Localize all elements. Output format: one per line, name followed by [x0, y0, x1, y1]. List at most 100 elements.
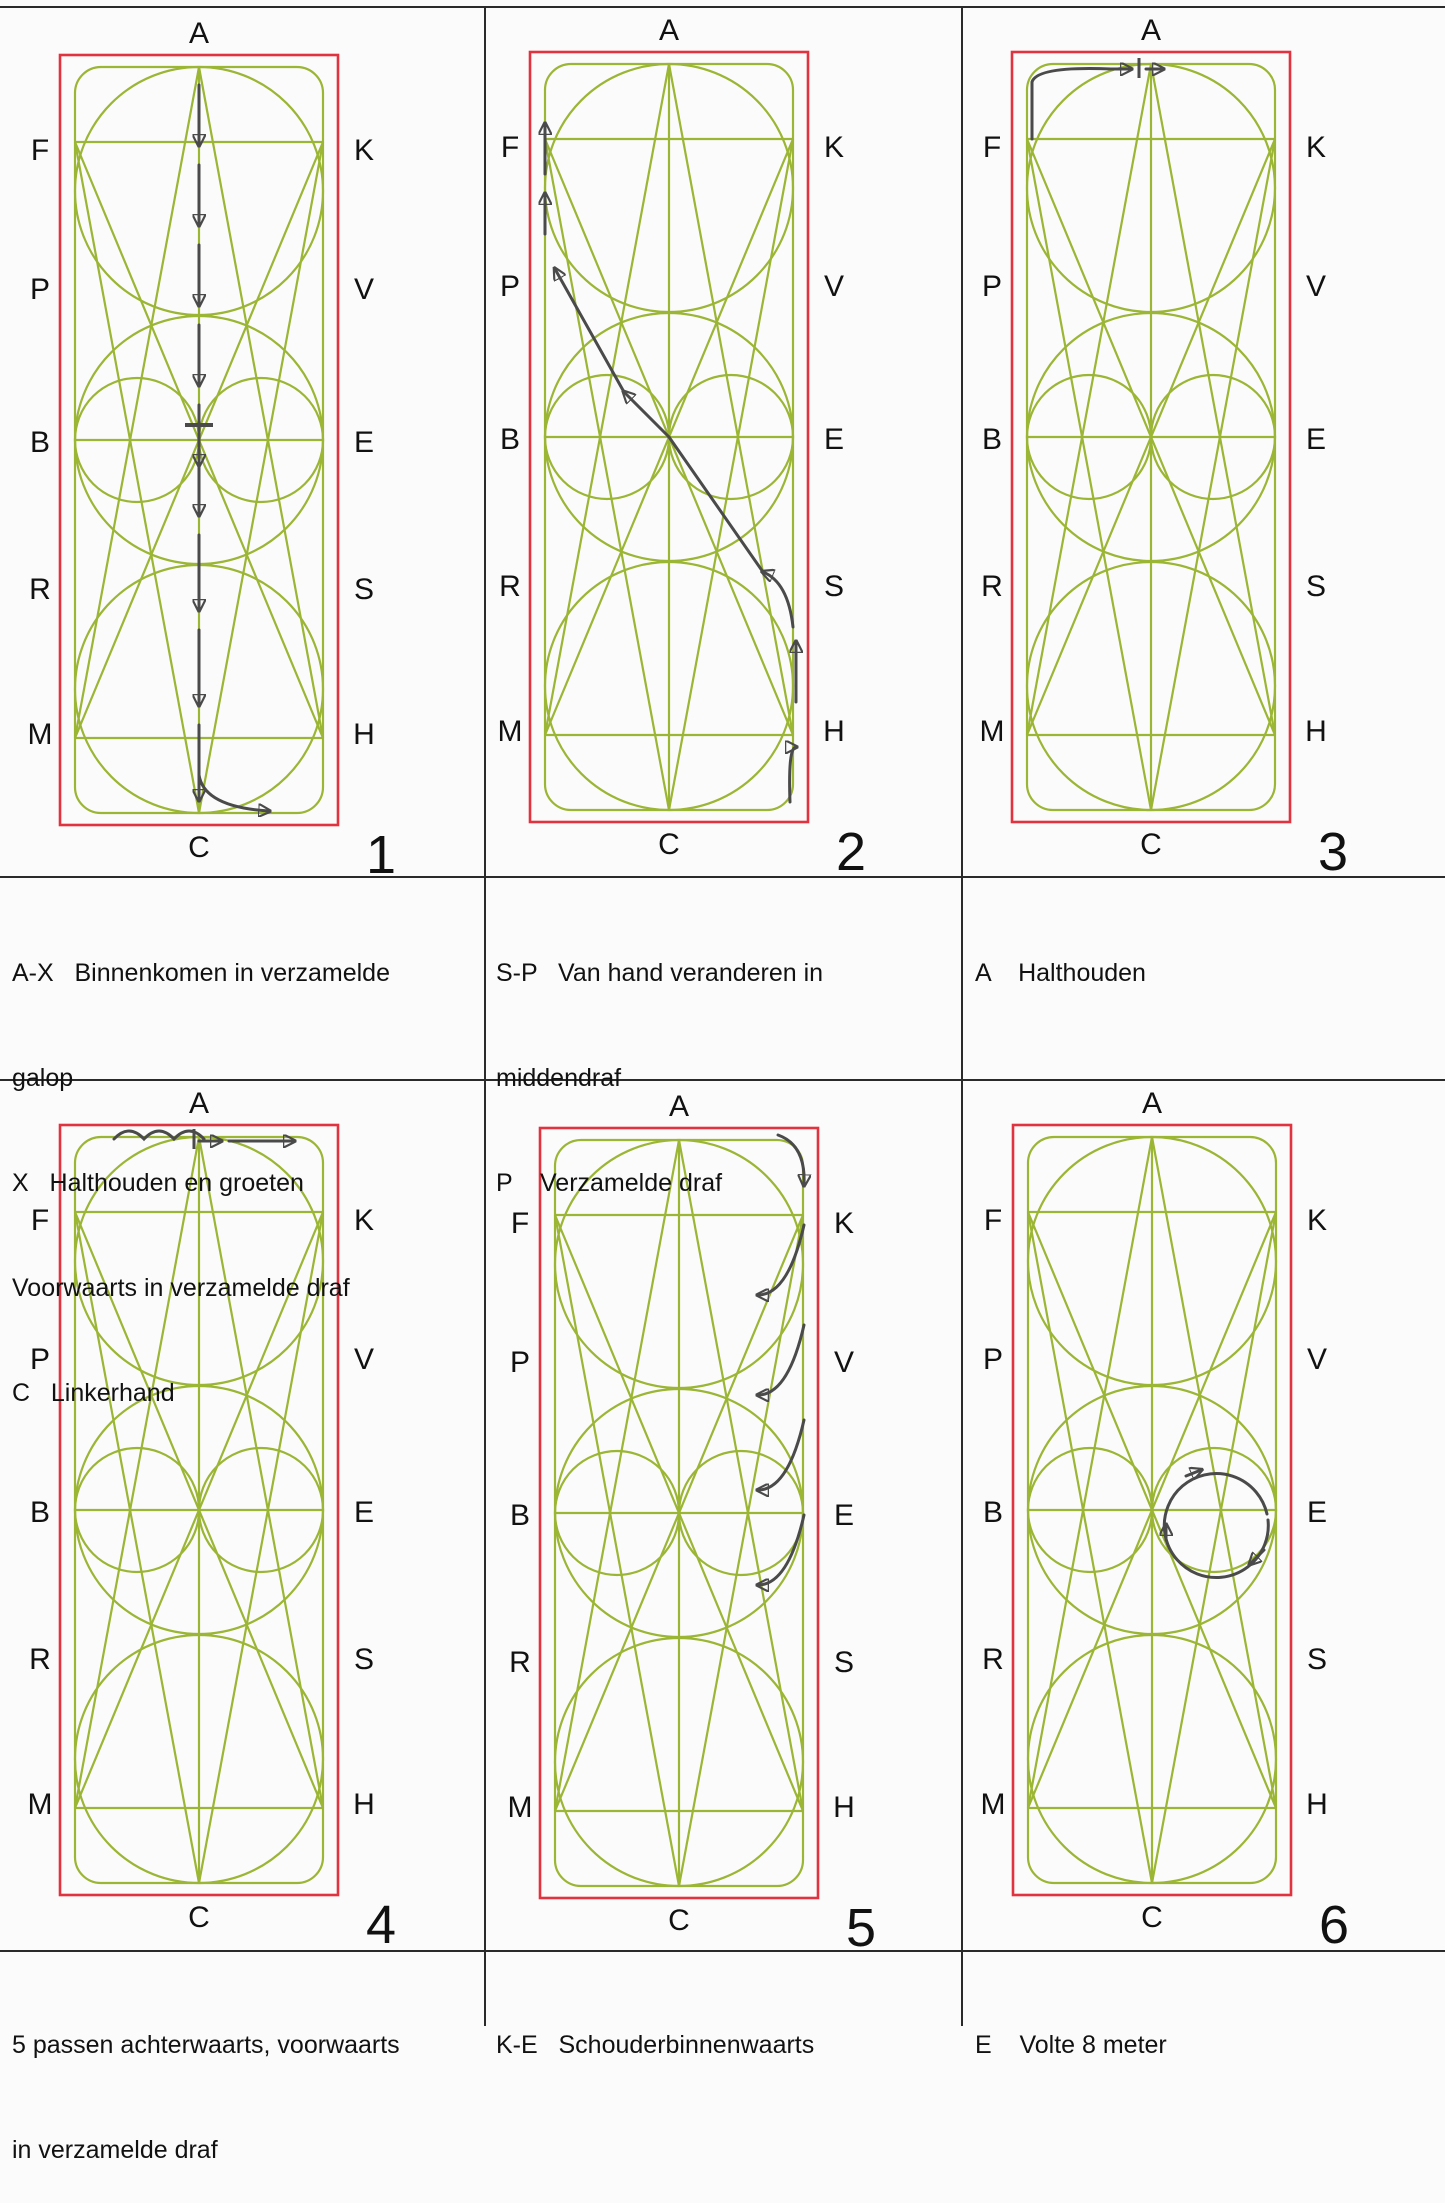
- letter-b: B: [30, 1496, 50, 1529]
- v-line: [1025, 63, 1153, 736]
- v-line: [197, 1136, 325, 1809]
- letter-b: B: [30, 426, 50, 459]
- table-row-divider: [0, 876, 1445, 878]
- letter-r: R: [982, 1643, 1004, 1676]
- letter-k: K: [354, 134, 374, 167]
- letter-e: E: [354, 426, 374, 459]
- letter-b: B: [510, 1499, 530, 1532]
- letter-h: H: [353, 1788, 375, 1821]
- path-arrow: [555, 269, 626, 394]
- letter-a: A: [1141, 14, 1161, 47]
- letter-p: P: [983, 1343, 1003, 1376]
- arena-border: [538, 1126, 820, 1900]
- letter-e: E: [354, 1496, 374, 1529]
- letter-m: M: [981, 1788, 1006, 1821]
- v-line: [677, 1139, 805, 1812]
- v-line: [1150, 1211, 1278, 1884]
- diagonal-line: [1026, 1211, 1278, 1809]
- v-line: [667, 138, 795, 811]
- v-line: [553, 1139, 681, 1812]
- path-line: [667, 435, 765, 574]
- table-column-divider: [961, 6, 963, 2026]
- letter-s: S: [354, 573, 374, 606]
- letter-s: S: [1307, 1643, 1327, 1676]
- panel-3-description: A Halthouden: [975, 959, 1146, 987]
- v-line: [1026, 1136, 1154, 1809]
- letter-h: H: [833, 1791, 855, 1824]
- letter-k: K: [1307, 1204, 1327, 1237]
- letter-f: F: [983, 131, 1001, 164]
- panel-number: 1: [366, 825, 396, 885]
- letter-c: C: [658, 828, 680, 861]
- letter-m: M: [508, 1791, 533, 1824]
- table-column-divider: [484, 6, 486, 2026]
- letter-c: C: [188, 1901, 210, 1934]
- letter-p: P: [510, 1346, 530, 1379]
- v-line: [667, 63, 795, 736]
- letter-e: E: [834, 1499, 854, 1532]
- v-line: [543, 63, 671, 736]
- letter-m: M: [980, 715, 1005, 748]
- rein-back-steps: [112, 1129, 206, 1142]
- path-arrow: [790, 747, 796, 804]
- arena-border: [58, 1123, 340, 1897]
- letter-s: S: [1306, 570, 1326, 603]
- letter-e: E: [824, 423, 844, 456]
- letter-v: V: [1306, 270, 1326, 303]
- path-arrow: [758, 1323, 806, 1395]
- v-line: [197, 141, 325, 814]
- letter-c: C: [1140, 828, 1162, 861]
- panel-6-description: E Volte 8 meter: [975, 2031, 1167, 2059]
- v-line: [1026, 1211, 1154, 1884]
- letter-s: S: [824, 570, 844, 603]
- panel-2-description: S-P Van hand veranderen in middendraf P …: [496, 959, 824, 1197]
- v-line: [553, 1214, 681, 1887]
- arena-border: [528, 50, 810, 824]
- diagonal-line: [73, 1211, 325, 1809]
- letter-v: V: [354, 273, 374, 306]
- letter-p: P: [500, 270, 520, 303]
- table-top-border: [0, 6, 1445, 8]
- v-line: [677, 1214, 805, 1887]
- letter-v: V: [834, 1346, 854, 1379]
- letter-c: C: [1141, 1901, 1163, 1934]
- letter-h: H: [1305, 715, 1327, 748]
- letter-f: F: [31, 1204, 49, 1237]
- letter-r: R: [499, 570, 521, 603]
- letter-r: R: [509, 1646, 531, 1679]
- v-line: [197, 66, 325, 739]
- path-arrow: [624, 392, 671, 439]
- arena-border: [1011, 1123, 1293, 1897]
- letter-a: A: [669, 1090, 689, 1123]
- letter-h: H: [1306, 1788, 1328, 1821]
- letter-m: M: [498, 715, 523, 748]
- table-row-divider: [0, 1079, 1445, 1081]
- panel-number: 6: [1319, 1895, 1349, 1955]
- letter-b: B: [983, 1496, 1003, 1529]
- letter-c: C: [188, 831, 210, 864]
- letter-f: F: [501, 131, 519, 164]
- v-line: [73, 1211, 201, 1884]
- panel-number: 3: [1318, 822, 1348, 882]
- panel-number: 2: [836, 822, 866, 882]
- letter-r: R: [981, 570, 1003, 603]
- letter-p: P: [30, 273, 50, 306]
- v-line: [73, 1136, 201, 1809]
- v-line: [1149, 63, 1277, 736]
- v-line: [1149, 138, 1277, 811]
- path-arrow: [763, 572, 795, 629]
- letter-k: K: [834, 1207, 854, 1240]
- v-line: [543, 138, 671, 811]
- letter-m: M: [28, 718, 53, 751]
- letter-h: H: [823, 715, 845, 748]
- letter-r: R: [29, 573, 51, 606]
- path-arrow: [1250, 1548, 1266, 1564]
- letter-e: E: [1306, 423, 1326, 456]
- letter-r: R: [29, 1643, 51, 1676]
- diagonal-line: [553, 1214, 805, 1812]
- path-arrow: [1184, 1470, 1201, 1476]
- path-arrow: [758, 1418, 806, 1490]
